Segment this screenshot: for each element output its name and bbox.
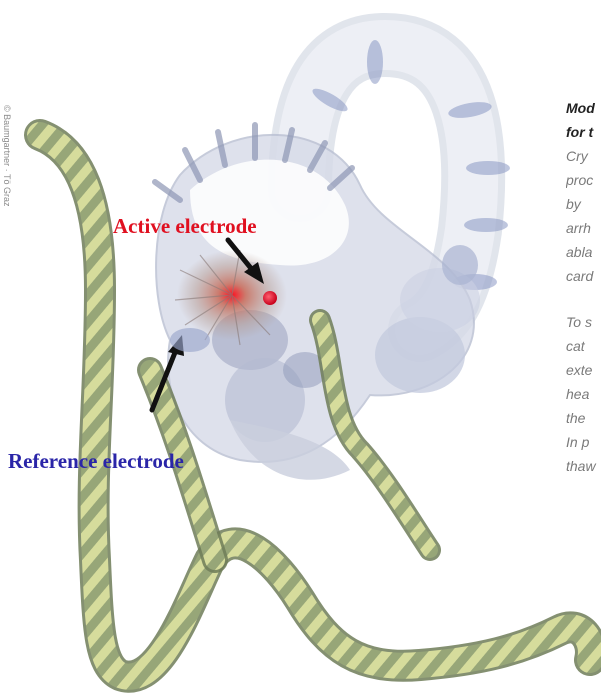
caption-line: the	[566, 406, 601, 430]
caption-line: card	[566, 264, 601, 288]
reference-electrode-label: Reference electrode	[8, 449, 184, 474]
caption-line: proc	[566, 168, 601, 192]
caption-title-line-1: Mod	[566, 96, 601, 120]
caption-line: arrh	[566, 216, 601, 240]
side-caption: Mod for t Cry proc by arrh abla card To …	[566, 96, 601, 478]
image-credit: © Baumgartner · Tö Graz	[2, 105, 12, 265]
caption-line: thaw	[566, 454, 601, 478]
caption-line: Cry	[566, 144, 601, 168]
caption-line: To s	[566, 310, 601, 334]
active-electrode-label: Active electrode	[113, 214, 257, 239]
caption-line: cat	[566, 334, 601, 358]
electrode-tip	[263, 291, 277, 305]
caption-title-line-2: for t	[566, 120, 601, 144]
caption-line: abla	[566, 240, 601, 264]
caption-line: by	[566, 192, 601, 216]
caption-gap	[566, 288, 601, 310]
caption-line: hea	[566, 382, 601, 406]
reference-electrode-area	[170, 328, 210, 352]
caption-line: In p	[566, 430, 601, 454]
caption-line: exte	[566, 358, 601, 382]
